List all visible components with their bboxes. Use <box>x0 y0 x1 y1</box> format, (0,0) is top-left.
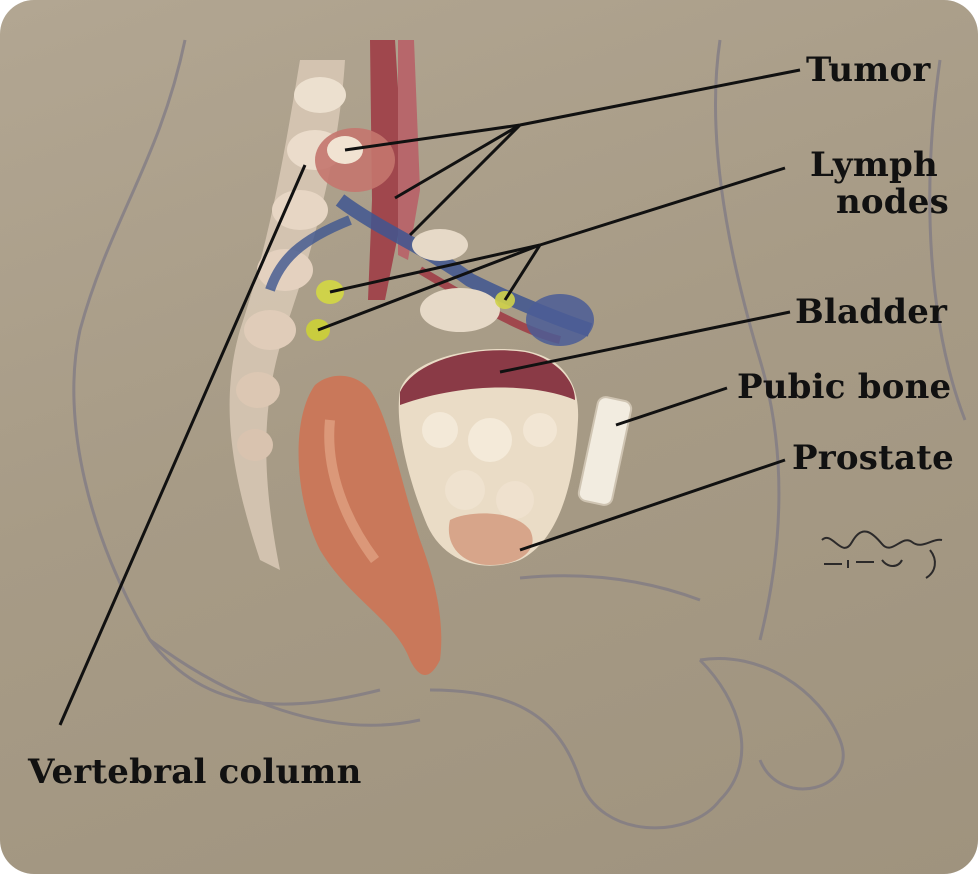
label-vertebral-column: Vertebral column <box>28 752 362 792</box>
label-lymph-line1: Lymph <box>810 145 938 185</box>
label-tumor: Tumor <box>806 50 930 90</box>
label-lymph-line2: nodes <box>836 182 949 222</box>
pubic-bone-shape <box>577 396 632 507</box>
tumor-shape <box>315 128 395 192</box>
label-pubic-bone: Pubic bone <box>737 367 951 407</box>
label-bladder: Bladder <box>795 292 947 332</box>
label-prostate: Prostate <box>792 438 954 478</box>
artist-signature <box>812 520 952 590</box>
